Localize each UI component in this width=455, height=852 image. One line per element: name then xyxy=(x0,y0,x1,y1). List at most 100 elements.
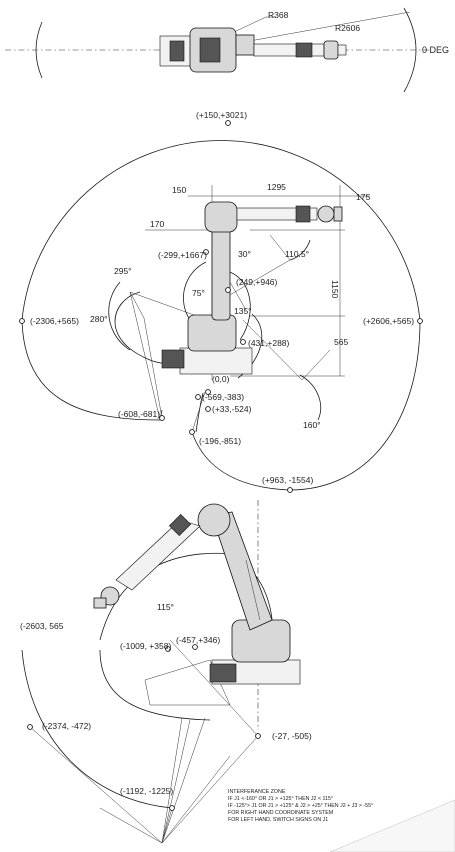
point-431-label: (431,+288) xyxy=(248,338,290,348)
angle-135-label: 135° xyxy=(234,306,252,316)
reach-envelope-lower-right xyxy=(191,320,421,491)
int-point-2374-dot xyxy=(27,724,33,730)
link-line-7 xyxy=(242,319,303,381)
top-view-arc-left xyxy=(35,21,43,79)
interference-line-1 xyxy=(169,639,259,737)
robot-side-wrist-motor xyxy=(295,205,311,223)
point-right-label: (+2606,+565) xyxy=(363,316,414,326)
point-origin-label: (0,0) xyxy=(212,374,230,384)
interference-note-3: FOR RIGHT HAND COORDINATE SYSTEM xyxy=(228,810,333,816)
dim-150-label: 150 xyxy=(172,185,186,195)
interference-arc-upper xyxy=(99,552,241,641)
dim-175-label: 175 xyxy=(356,192,370,202)
robot-top-base-detail xyxy=(169,40,185,62)
inner-arc-160 xyxy=(299,374,322,421)
top-view-arc-right xyxy=(403,7,417,93)
robot-side-back-motor xyxy=(161,349,185,369)
robot-top-wrist xyxy=(323,40,339,60)
int-point-27-label: (-27, -505) xyxy=(272,731,312,741)
robot-side-elbow xyxy=(204,201,238,233)
inner-arc-bottom xyxy=(195,392,204,433)
point-963-label: (+963, -1554) xyxy=(262,475,313,485)
angle-110-label: 110.5° xyxy=(285,249,309,259)
point-33-label: (+33,-524) xyxy=(212,404,252,414)
point-431-dot xyxy=(240,339,246,345)
point-608-label: (-608,-681) xyxy=(118,409,160,419)
robot-interference-view xyxy=(93,503,301,685)
link-line-6 xyxy=(227,259,291,297)
int-point-1009-label: (-1009, +358) xyxy=(120,641,171,651)
point-origin-dot xyxy=(205,389,211,395)
robot-side-turret xyxy=(187,314,237,352)
angle-75-label: 75° xyxy=(192,288,205,298)
robot-side-upper-arm xyxy=(211,219,231,321)
point-196-dot xyxy=(189,429,195,435)
point-569-label: (-569,-383) xyxy=(202,392,244,402)
point-299-dot xyxy=(203,249,209,255)
inner-arc-110 xyxy=(289,239,311,261)
dim-565-label: 565 xyxy=(334,337,348,347)
point-569-dot xyxy=(195,394,201,400)
int-point-457-dot xyxy=(192,644,198,650)
point-196-label: (-196,-851) xyxy=(199,436,241,446)
point-left-label: (-2306,+565) xyxy=(30,316,79,326)
int-point-1192-dot xyxy=(169,805,175,811)
robot-top-view xyxy=(159,27,347,73)
interference-arc-outer xyxy=(21,649,173,809)
link-line-5 xyxy=(269,234,291,261)
robot-side-wrist xyxy=(317,205,335,223)
point-249-dot xyxy=(225,287,231,293)
robot-int-forearm xyxy=(115,519,201,591)
r368-label: R368 xyxy=(268,10,289,20)
robot-side-flange xyxy=(333,206,343,222)
robot-side-view xyxy=(161,201,343,375)
robot-int-motor xyxy=(209,663,237,683)
link-line-9 xyxy=(191,391,206,433)
point-top-dot xyxy=(225,120,231,126)
robot-int-flange xyxy=(93,597,107,609)
point-249-label: (249,+946) xyxy=(236,277,278,287)
dim-1295-label: 1295 xyxy=(267,182,286,192)
robot-top-elbow xyxy=(235,34,255,56)
robot-side-base xyxy=(179,347,253,375)
angle-280-label: 280° xyxy=(90,314,108,324)
interference-fan xyxy=(29,659,259,844)
dim-170-label: 170 xyxy=(150,219,164,229)
int-point-2374-label: (-2374, -472) xyxy=(42,721,91,731)
robot-int-wrist-motor xyxy=(168,513,192,537)
r2606-label: R2606 xyxy=(335,23,360,33)
int-angle-115-label: 115° xyxy=(157,602,174,612)
zero-degree-label: 0 DEG xyxy=(422,45,449,55)
robot-top-motor xyxy=(199,37,221,63)
point-33-dot xyxy=(205,406,211,412)
int-point-1009-dot xyxy=(165,646,171,652)
link-line-2 xyxy=(129,291,145,319)
reach-envelope-upper xyxy=(21,140,421,322)
int-point-27-dot xyxy=(255,733,261,739)
interference-note-4: FOR LEFT HAND, SWITCH SIGNS ON J1 xyxy=(228,817,328,823)
angle-160-label: 160° xyxy=(303,420,321,430)
inner-arc-295 xyxy=(108,281,131,351)
link-line-4 xyxy=(129,291,161,421)
robot-int-elbow xyxy=(197,503,231,537)
point-left-dot xyxy=(19,318,25,324)
interference-note-1: IF J1 <-160° OR J1 > +125° THEN J2 < 115… xyxy=(228,796,333,802)
angle-295-label: 295° xyxy=(114,266,132,276)
point-top-label: (+150,+3021) xyxy=(196,110,247,120)
side-view: (+150,+3021) (-299,+1667) (249,+946) (-2… xyxy=(19,110,423,493)
link-line-8 xyxy=(301,349,331,381)
interference-note-title: INTERFERANCE ZONE xyxy=(228,789,286,795)
robot-top-flange xyxy=(337,44,347,56)
dim-1150-label: 1150 xyxy=(330,280,340,299)
int-point-457-label: (-457,+346) xyxy=(176,635,220,645)
robot-top-forearm xyxy=(253,43,325,57)
int-point-2603-label: (-2603, 565 xyxy=(20,621,64,631)
point-right-dot xyxy=(417,318,423,324)
top-view: R368 R2606 0 DEG xyxy=(5,7,449,93)
robot-top-wrist-motor xyxy=(295,42,313,58)
point-963-dot xyxy=(287,487,293,493)
link-line-3 xyxy=(143,317,163,419)
robot-int-turret xyxy=(231,619,291,663)
reach-envelope-lower-left xyxy=(21,319,163,421)
